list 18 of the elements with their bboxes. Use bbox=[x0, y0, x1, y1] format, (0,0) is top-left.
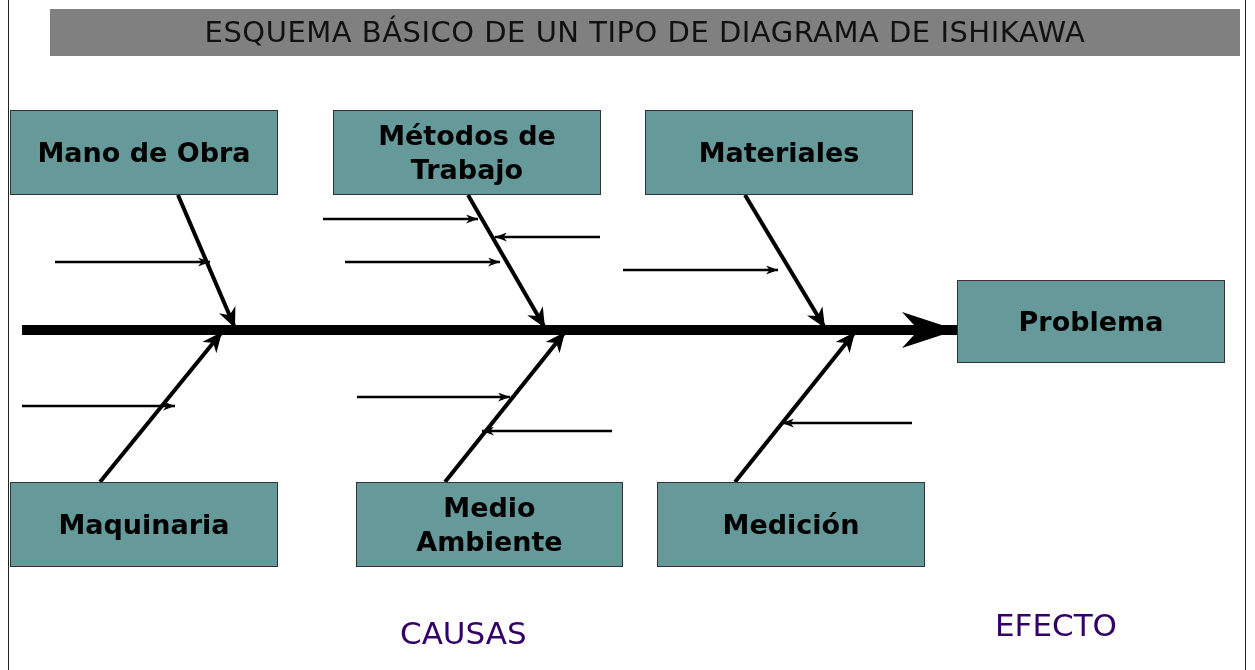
title-banner: ESQUEMA BÁSICO DE UN TIPO DE DIAGRAMA DE ISHIKAWA bbox=[50, 9, 1240, 56]
spine-arrow bbox=[22, 312, 957, 348]
cause-box bbox=[10, 110, 278, 195]
box-label: Mano de Obra bbox=[37, 135, 251, 170]
cause-box bbox=[10, 482, 278, 567]
section-label: EFECTO bbox=[995, 607, 1117, 643]
box-label: Métodos de Trabajo bbox=[377, 118, 557, 187]
cause-box bbox=[645, 110, 913, 195]
effect-box bbox=[957, 280, 1225, 363]
box-label: Problema bbox=[1018, 304, 1164, 339]
box-label: Medición bbox=[722, 507, 860, 542]
box-label: Materiales bbox=[698, 135, 860, 170]
cause-box bbox=[657, 482, 925, 567]
cause-box bbox=[356, 482, 623, 567]
box-label: Maquinaria bbox=[58, 507, 230, 542]
section-label: CAUSAS bbox=[400, 615, 527, 651]
cause-box bbox=[333, 110, 601, 195]
box-label: Medio Ambiente bbox=[415, 490, 564, 559]
